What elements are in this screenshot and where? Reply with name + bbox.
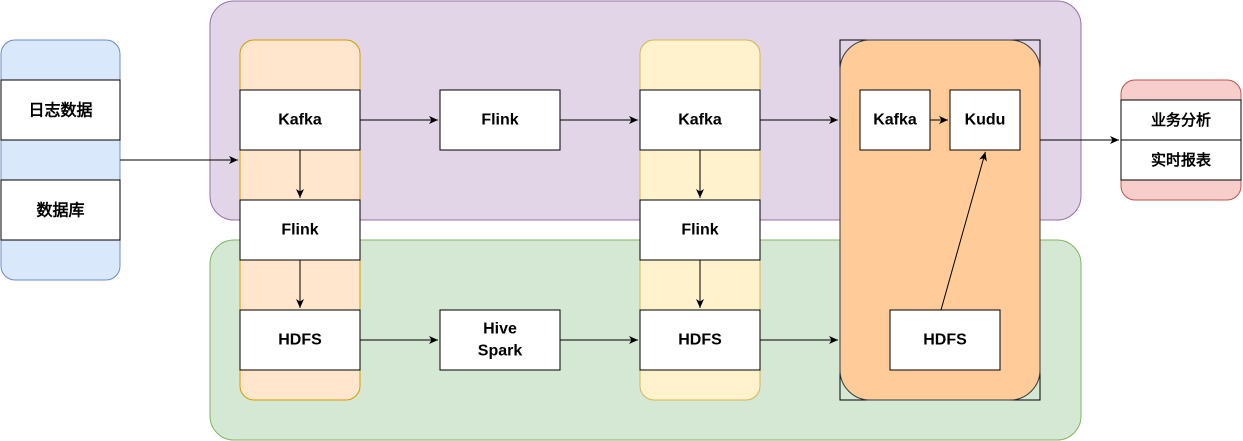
- database-label: 数据库: [36, 201, 84, 220]
- realtime-report-box: [1120, 139, 1242, 181]
- realtime-flink-box: [439, 89, 561, 151]
- log-data-label: 日志数据: [28, 101, 92, 120]
- layer2-flink-box: [639, 199, 761, 261]
- layer1-kafka-box: [239, 89, 361, 151]
- layer1-flink-label: Flink: [281, 222, 318, 239]
- kudu-box: [949, 89, 1021, 151]
- layer2-kafka-box: [639, 89, 761, 151]
- layer3-kafka-label: Kafka: [873, 112, 917, 129]
- layer2-hdfs-box: [639, 309, 761, 371]
- layer3-hdfs-box: [889, 309, 1001, 371]
- business-analysis-box: [1120, 99, 1242, 141]
- layer1-hdfs-label: HDFS: [278, 332, 322, 349]
- database-box: [0, 179, 121, 241]
- edge-hdfs3-to-kudu: [940, 151, 987, 311]
- layer1-kafka-label: Kafka: [278, 112, 322, 129]
- realtime-flink-label: Flink: [481, 112, 518, 129]
- edges: [120, 116, 1119, 344]
- business-analysis-label: 业务分析: [1151, 111, 1211, 129]
- kudu-label: Kudu: [965, 112, 1006, 129]
- log-data-box: [0, 79, 121, 141]
- hive-label: Hive: [483, 321, 517, 338]
- layer2-hdfs-label: HDFS: [678, 332, 722, 349]
- realtime-report-label: 实时报表: [1151, 151, 1212, 169]
- hive-spark-box: [439, 309, 561, 371]
- layer3-hdfs-label: HDFS: [923, 332, 967, 349]
- layer2-kafka-label: Kafka: [678, 112, 722, 129]
- source-group: [0, 39, 121, 281]
- layer1-hdfs-box: [239, 309, 361, 371]
- layer1-flink-box: [239, 199, 361, 261]
- layer2-flink-label: Flink: [681, 222, 718, 239]
- spark-label: Spark: [478, 343, 523, 360]
- layer3-kafka-box: [859, 89, 931, 151]
